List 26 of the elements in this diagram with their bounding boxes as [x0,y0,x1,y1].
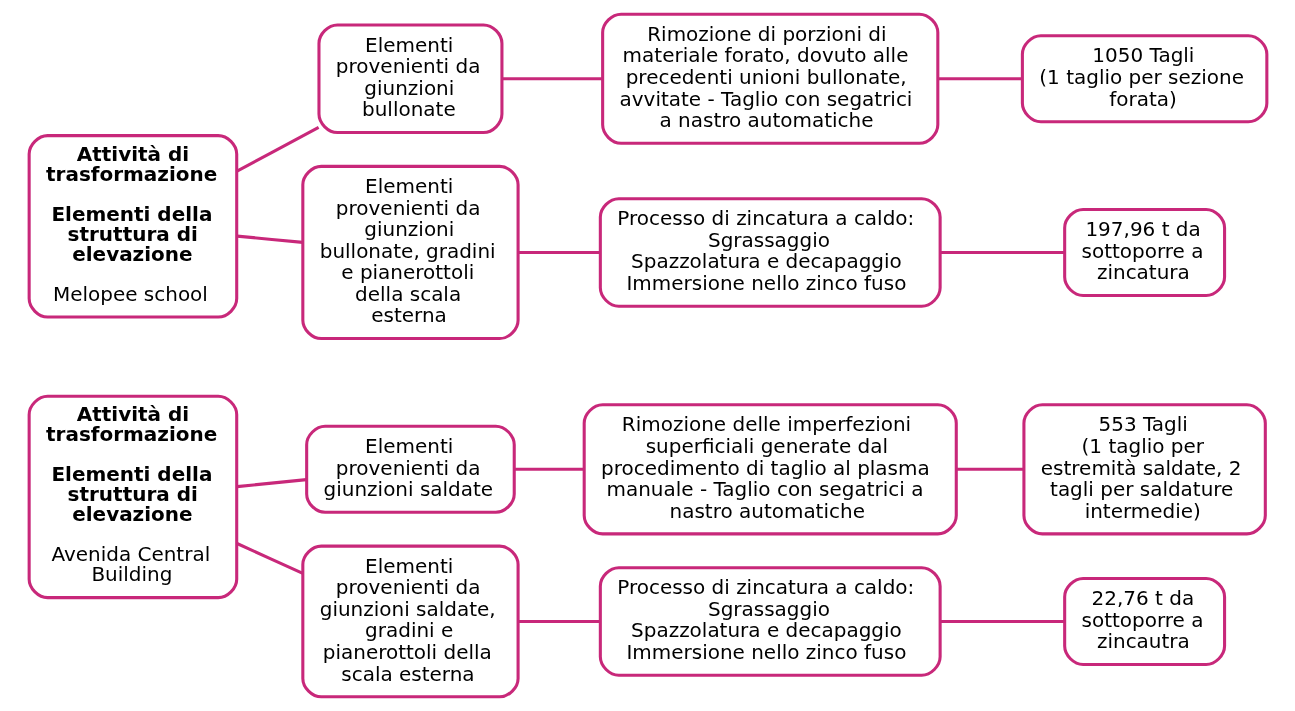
connector [940,619,1065,624]
connector [937,77,1022,81]
node-box: Rimozione delle imperfezioni superficiali generate dal procedimento di taglio al plasma manuale - Taglio con segatrici a nastro automatiche [582,403,958,536]
node-box: Elementi provenienti da giunzioni bullonate [316,23,503,135]
connector [955,467,1024,471]
connector [236,234,303,244]
node-box: Rimozione di porzioni di materiale forato, dovuto alle precedenti unioni bullonate, avvitate - Taglio con segatrici a nastro automatiche [600,12,939,145]
connector [236,478,307,489]
node-box: Attività di trasformazione Elementi della struttura di elevazione Avenida Central Building [27,394,238,600]
node-box: Elementi provenienti da giunzioni saldate, gradini e pianerottoli della scala esterna [300,544,520,699]
connector [235,542,303,575]
node-box: 197,96 t da sottoporre a zincatura [1062,207,1226,298]
node-box: 22,76 t da sottoporre a zincautra [1062,576,1226,667]
connector [514,467,584,471]
node-box: 1050 Tagli (1 taglio per sezione forata) [1020,34,1268,124]
connector [940,250,1065,255]
node-box: Attività di trasformazione Elementi della struttura di elevazione Melopee school [27,134,238,319]
node-box: Processo di zincatura a caldo: Sgrassaggio Spazzolatura e decapaggio Immersione nello zinco fuso [598,566,942,677]
node-box: 553 Tagli (1 taglio per estremità saldate, 2 tagli per saldature intermedie) [1021,403,1267,536]
node-box: Processo di zincatura a caldo: Sgrassaggio Spazzolatura e decapaggio Immersione nello zinco fuso [598,197,942,308]
connector [501,77,602,81]
connector [518,619,600,624]
connector [235,125,319,173]
node-box: Elementi provenienti da giunzioni bullonate, gradini e pianerottoli della scala esterna [300,164,520,341]
node-box: Elementi provenienti da giunzioni saldate [304,424,516,514]
connector [518,250,600,255]
